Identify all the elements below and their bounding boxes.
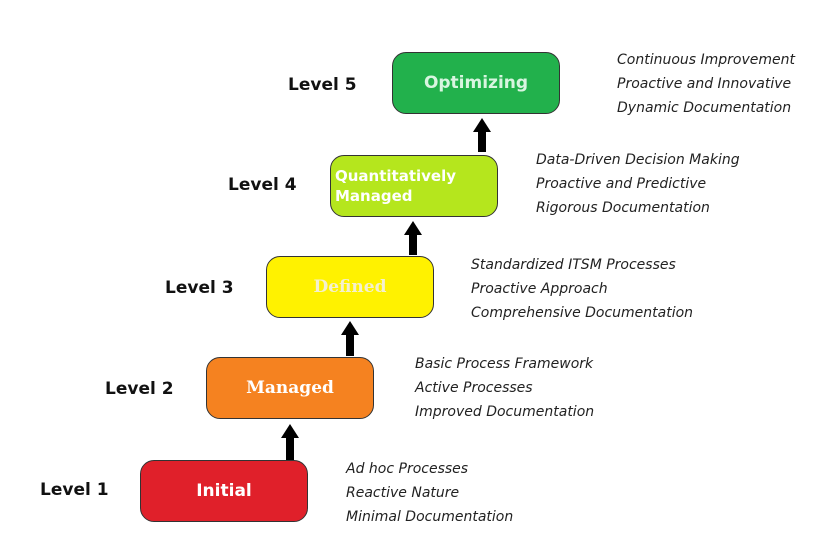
level-5-points: Continuous Improvement Proactive and Inn… (617, 48, 795, 120)
point: Ad hoc Processes (346, 461, 469, 477)
point: Rigorous Documentation (536, 200, 710, 216)
point: Standardized ITSM Processes (471, 257, 676, 273)
point: Proactive and Innovative (617, 76, 792, 92)
point: Active Processes (415, 380, 533, 396)
point: Proactive and Predictive (536, 176, 707, 192)
point: Improved Documentation (415, 404, 595, 420)
level-2-name: Managed (246, 378, 334, 398)
level-5-label: Level 5 (288, 75, 357, 95)
level-3-label: Level 3 (165, 278, 234, 298)
level-1-label: Level 1 (40, 480, 109, 500)
level-5-box: Optimizing (392, 52, 560, 114)
point: Comprehensive Documentation (471, 305, 694, 321)
point: Basic Process Framework (415, 356, 594, 372)
point: Data-Driven Decision Making (536, 152, 740, 168)
point: Continuous Improvement (617, 52, 796, 68)
level-4-name-line1: Quantitatively (335, 167, 457, 185)
level-2-box: Managed (206, 357, 374, 419)
arrow-up-icon (404, 221, 422, 255)
level-3-name: Defined (313, 277, 387, 297)
point: Proactive Approach (471, 281, 608, 297)
level-4-name-line2: Managed (335, 187, 413, 205)
arrow-up-icon (281, 424, 299, 460)
level-4-box: Quantitatively Managed (330, 155, 498, 217)
arrow-up-icon (341, 321, 359, 356)
level-3-points: Standardized ITSM Processes Proactive Ap… (471, 253, 693, 325)
level-1-box: Initial (140, 460, 308, 522)
point: Dynamic Documentation (617, 100, 792, 116)
point: Reactive Nature (346, 485, 460, 501)
level-1-name: Initial (196, 481, 252, 501)
level-4-label: Level 4 (228, 175, 297, 195)
level-3-box: Defined (266, 256, 434, 318)
level-2-points: Basic Process Framework Active Processes… (415, 352, 594, 424)
arrow-up-icon (473, 118, 491, 152)
level-5-name: Optimizing (423, 73, 529, 93)
level-4-points: Data-Driven Decision Making Proactive an… (536, 148, 740, 220)
level-2-label: Level 2 (105, 379, 174, 399)
level-1-points: Ad hoc Processes Reactive Nature Minimal… (346, 457, 513, 529)
point: Minimal Documentation (346, 509, 514, 525)
